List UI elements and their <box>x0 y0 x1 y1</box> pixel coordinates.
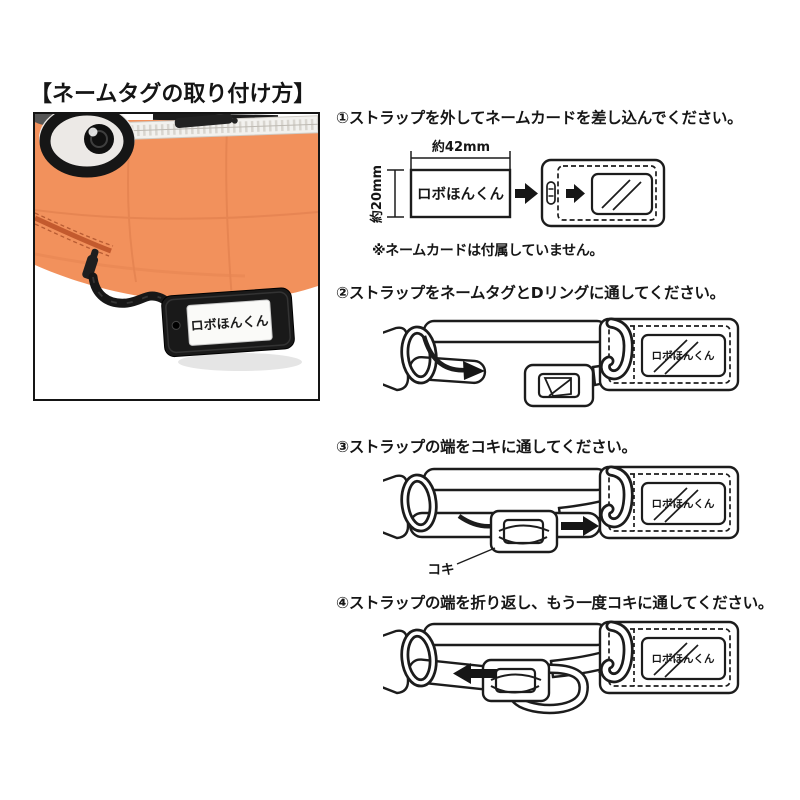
name-tag-diagram: ロボほんくん <box>598 465 740 540</box>
zipper-pull <box>174 113 233 128</box>
tag-window <box>186 299 273 346</box>
name-tag-diagram: ロボほんくん <box>598 317 740 392</box>
width-dimension: 約42mm <box>410 139 511 169</box>
width-dimension-label: 約42mm <box>432 139 490 155</box>
photo-illustration: ロボほんくん <box>27 101 319 371</box>
slider-label: コキ <box>428 562 455 578</box>
strap-band <box>422 622 609 647</box>
step-2-diagram: ロボほんくん <box>383 317 740 408</box>
side-zipper-pull <box>82 248 99 280</box>
quilt-seams <box>34 127 319 301</box>
thread-arrow <box>561 516 599 536</box>
name-tag: ロボほんくん <box>161 287 295 358</box>
slider <box>481 658 551 703</box>
strap-hook <box>599 620 634 684</box>
name-card-text: ロボほんくん <box>417 186 504 203</box>
card-pocket <box>590 172 654 216</box>
step-4-label: ④ストラップの端を折り返し、もう一度コキに通してください。 <box>336 594 774 612</box>
d-ring <box>400 628 438 688</box>
top-zipper <box>122 113 319 141</box>
thread-arrow <box>421 335 468 373</box>
tag-shadow <box>178 353 302 371</box>
page-title: 【ネームタグの取り付け方】 <box>30 82 316 107</box>
tag-outline <box>540 158 666 228</box>
d-ring <box>400 473 438 533</box>
step-4-diagram: ロボほんくん <box>383 620 740 715</box>
step-1-diagram: 約42mm 約20mm ロボほんくん <box>369 139 666 228</box>
step-3-diagram: ロボほんくん コキ <box>383 465 740 578</box>
slider <box>523 363 595 408</box>
pocket-arrow <box>566 184 585 203</box>
height-dimension-label: 約20mm <box>369 165 385 223</box>
strap-hook <box>599 465 634 529</box>
strap-band <box>422 319 609 344</box>
strap-hook <box>599 317 634 381</box>
robot-head <box>27 101 135 178</box>
side-zipper <box>33 212 114 280</box>
step-1-note: ※ネームカードは付属していません。 <box>372 243 604 259</box>
fold-back-arrow <box>453 663 497 684</box>
thread-arrow-head <box>463 361 485 380</box>
photo-tag-text: ロボほんくん <box>190 313 269 334</box>
robot-eye <box>84 124 114 154</box>
strap-slot <box>546 181 556 205</box>
name-card <box>409 168 512 219</box>
product-photo: ロボほんくん <box>27 101 320 401</box>
strap-band <box>422 467 609 492</box>
step-2-label: ②ストラップをネームタグとDリングに通してください。 <box>336 284 725 302</box>
step-1-label: ①ストラップを外してネームカードを差し込んでください。 <box>336 109 743 127</box>
tag-hole <box>171 320 181 330</box>
height-dimension: 約20mm <box>369 165 404 223</box>
insert-arrow <box>515 183 538 204</box>
koki-pointer <box>456 547 496 565</box>
slider <box>489 509 559 554</box>
step-3-label: ③ストラップの端をコキに通してください。 <box>336 438 637 456</box>
name-tag-diagram: ロボほんくん <box>598 620 740 695</box>
